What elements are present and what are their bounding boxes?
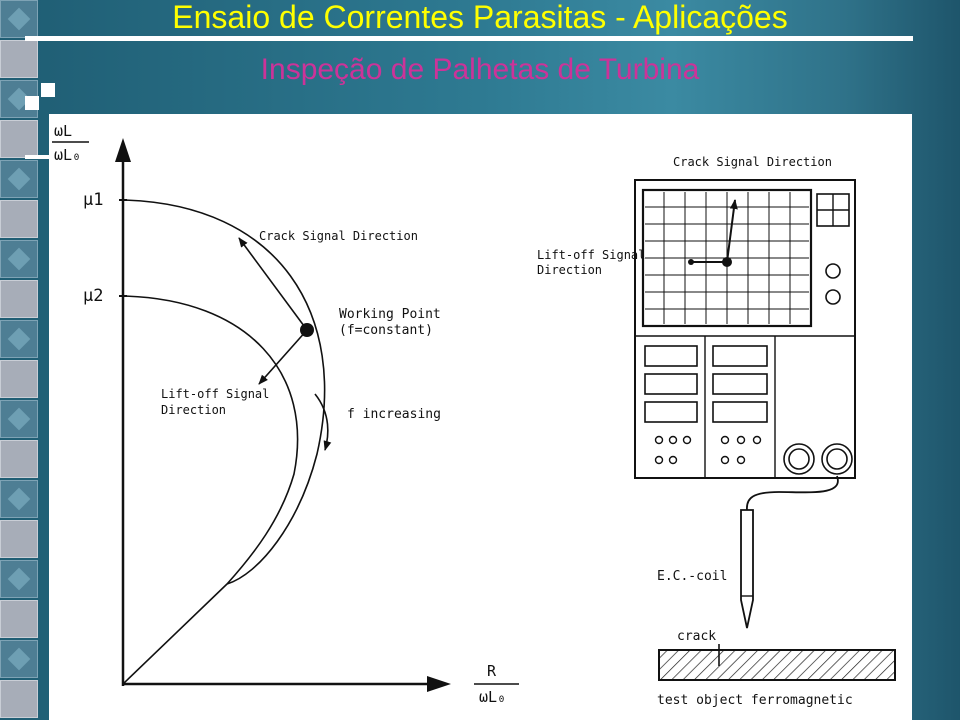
screen-liftoff-endpoint xyxy=(688,259,694,265)
liftoff-label-instrument-1: Lift-off Signal xyxy=(537,248,645,262)
test-object xyxy=(658,649,896,681)
crack-direction-label-instrument: Crack Signal Direction xyxy=(673,155,832,169)
decorative-square xyxy=(0,0,38,38)
liftoff-label-line1: Lift-off Signal xyxy=(161,387,269,401)
decorative-square xyxy=(0,480,38,518)
decorative-square xyxy=(0,280,38,318)
accent-square-2 xyxy=(25,96,39,110)
mu1-label: μ1 xyxy=(83,190,103,210)
decorative-square xyxy=(0,240,38,278)
decorative-square xyxy=(0,680,38,718)
slide-subtitle: Inspeção de Palhetas de Turbina xyxy=(260,53,700,86)
control-knob-2 xyxy=(825,289,841,305)
accent-square-1 xyxy=(41,83,55,97)
ec-instrument: Crack Signal Direction Lift-off Signal D… xyxy=(537,155,896,708)
screen-grid xyxy=(645,192,809,324)
x-axis-label-bottom: ωL₀ xyxy=(479,688,506,706)
x-axis-arrowhead xyxy=(427,676,451,692)
small-window-grid xyxy=(816,193,850,227)
decorative-square xyxy=(0,120,38,158)
working-point-dot xyxy=(300,323,314,337)
crack-label: crack xyxy=(677,629,716,644)
working-point-label: Working Point xyxy=(339,307,441,322)
crack-direction-arrow xyxy=(238,237,308,331)
title-underline xyxy=(25,36,913,41)
x-axis-label-top: R xyxy=(487,662,497,680)
decorative-square xyxy=(0,320,38,358)
probe-connectors xyxy=(783,443,853,475)
diagram-panel: ωL ωL₀ R ωL₀ μ1 μ2 Crack Signal Directio… xyxy=(49,114,912,720)
crack-direction-label: Crack Signal Direction xyxy=(259,229,418,243)
decorative-square xyxy=(0,440,38,478)
y-axis-label-bottom: ωL₀ xyxy=(54,146,81,164)
mu2-label: μ2 xyxy=(83,286,103,306)
button-dots xyxy=(654,435,762,465)
decorative-square xyxy=(0,200,38,238)
screen-working-point xyxy=(722,257,732,267)
control-knob-1 xyxy=(825,263,841,279)
f-increasing-label: f increasing xyxy=(347,407,441,422)
left-accent-rule xyxy=(25,155,49,159)
decorative-square xyxy=(0,160,38,198)
decorative-square xyxy=(0,640,38,678)
decorative-square xyxy=(0,520,38,558)
f-increasing-arrow xyxy=(314,393,332,451)
decorative-square xyxy=(0,560,38,598)
impedance-plane: ωL ωL₀ R ωL₀ μ1 μ2 Crack Signal Directio… xyxy=(52,122,519,706)
mu1-impedance-curve xyxy=(122,199,326,585)
probe-cable xyxy=(746,475,839,511)
screen-crack-trace xyxy=(726,199,738,263)
decorative-square xyxy=(0,400,38,438)
coil-label: E.C.-coil xyxy=(657,569,727,584)
decorative-square xyxy=(0,360,38,398)
slide-title: Ensaio de Correntes Parasitas - Aplicaçõ… xyxy=(172,0,788,35)
mu2-impedance-curve xyxy=(122,295,299,585)
liftoff-direction-arrow xyxy=(258,329,308,385)
display-windows xyxy=(644,345,768,423)
y-axis-arrowhead xyxy=(115,138,131,162)
decorative-square xyxy=(0,600,38,638)
eddy-current-diagram: ωL ωL₀ R ωL₀ μ1 μ2 Crack Signal Directio… xyxy=(52,122,896,708)
liftoff-label-line2: Direction xyxy=(161,403,226,417)
straight-impedance-line xyxy=(122,583,228,685)
ec-coil-probe xyxy=(740,509,754,629)
working-point-sublabel: (f=constant) xyxy=(339,323,433,338)
decorative-square xyxy=(0,40,38,78)
y-axis-label-top: ωL xyxy=(54,122,72,140)
test-object-label: test object ferromagnetic xyxy=(657,693,853,708)
liftoff-label-instrument-2: Direction xyxy=(537,263,602,277)
